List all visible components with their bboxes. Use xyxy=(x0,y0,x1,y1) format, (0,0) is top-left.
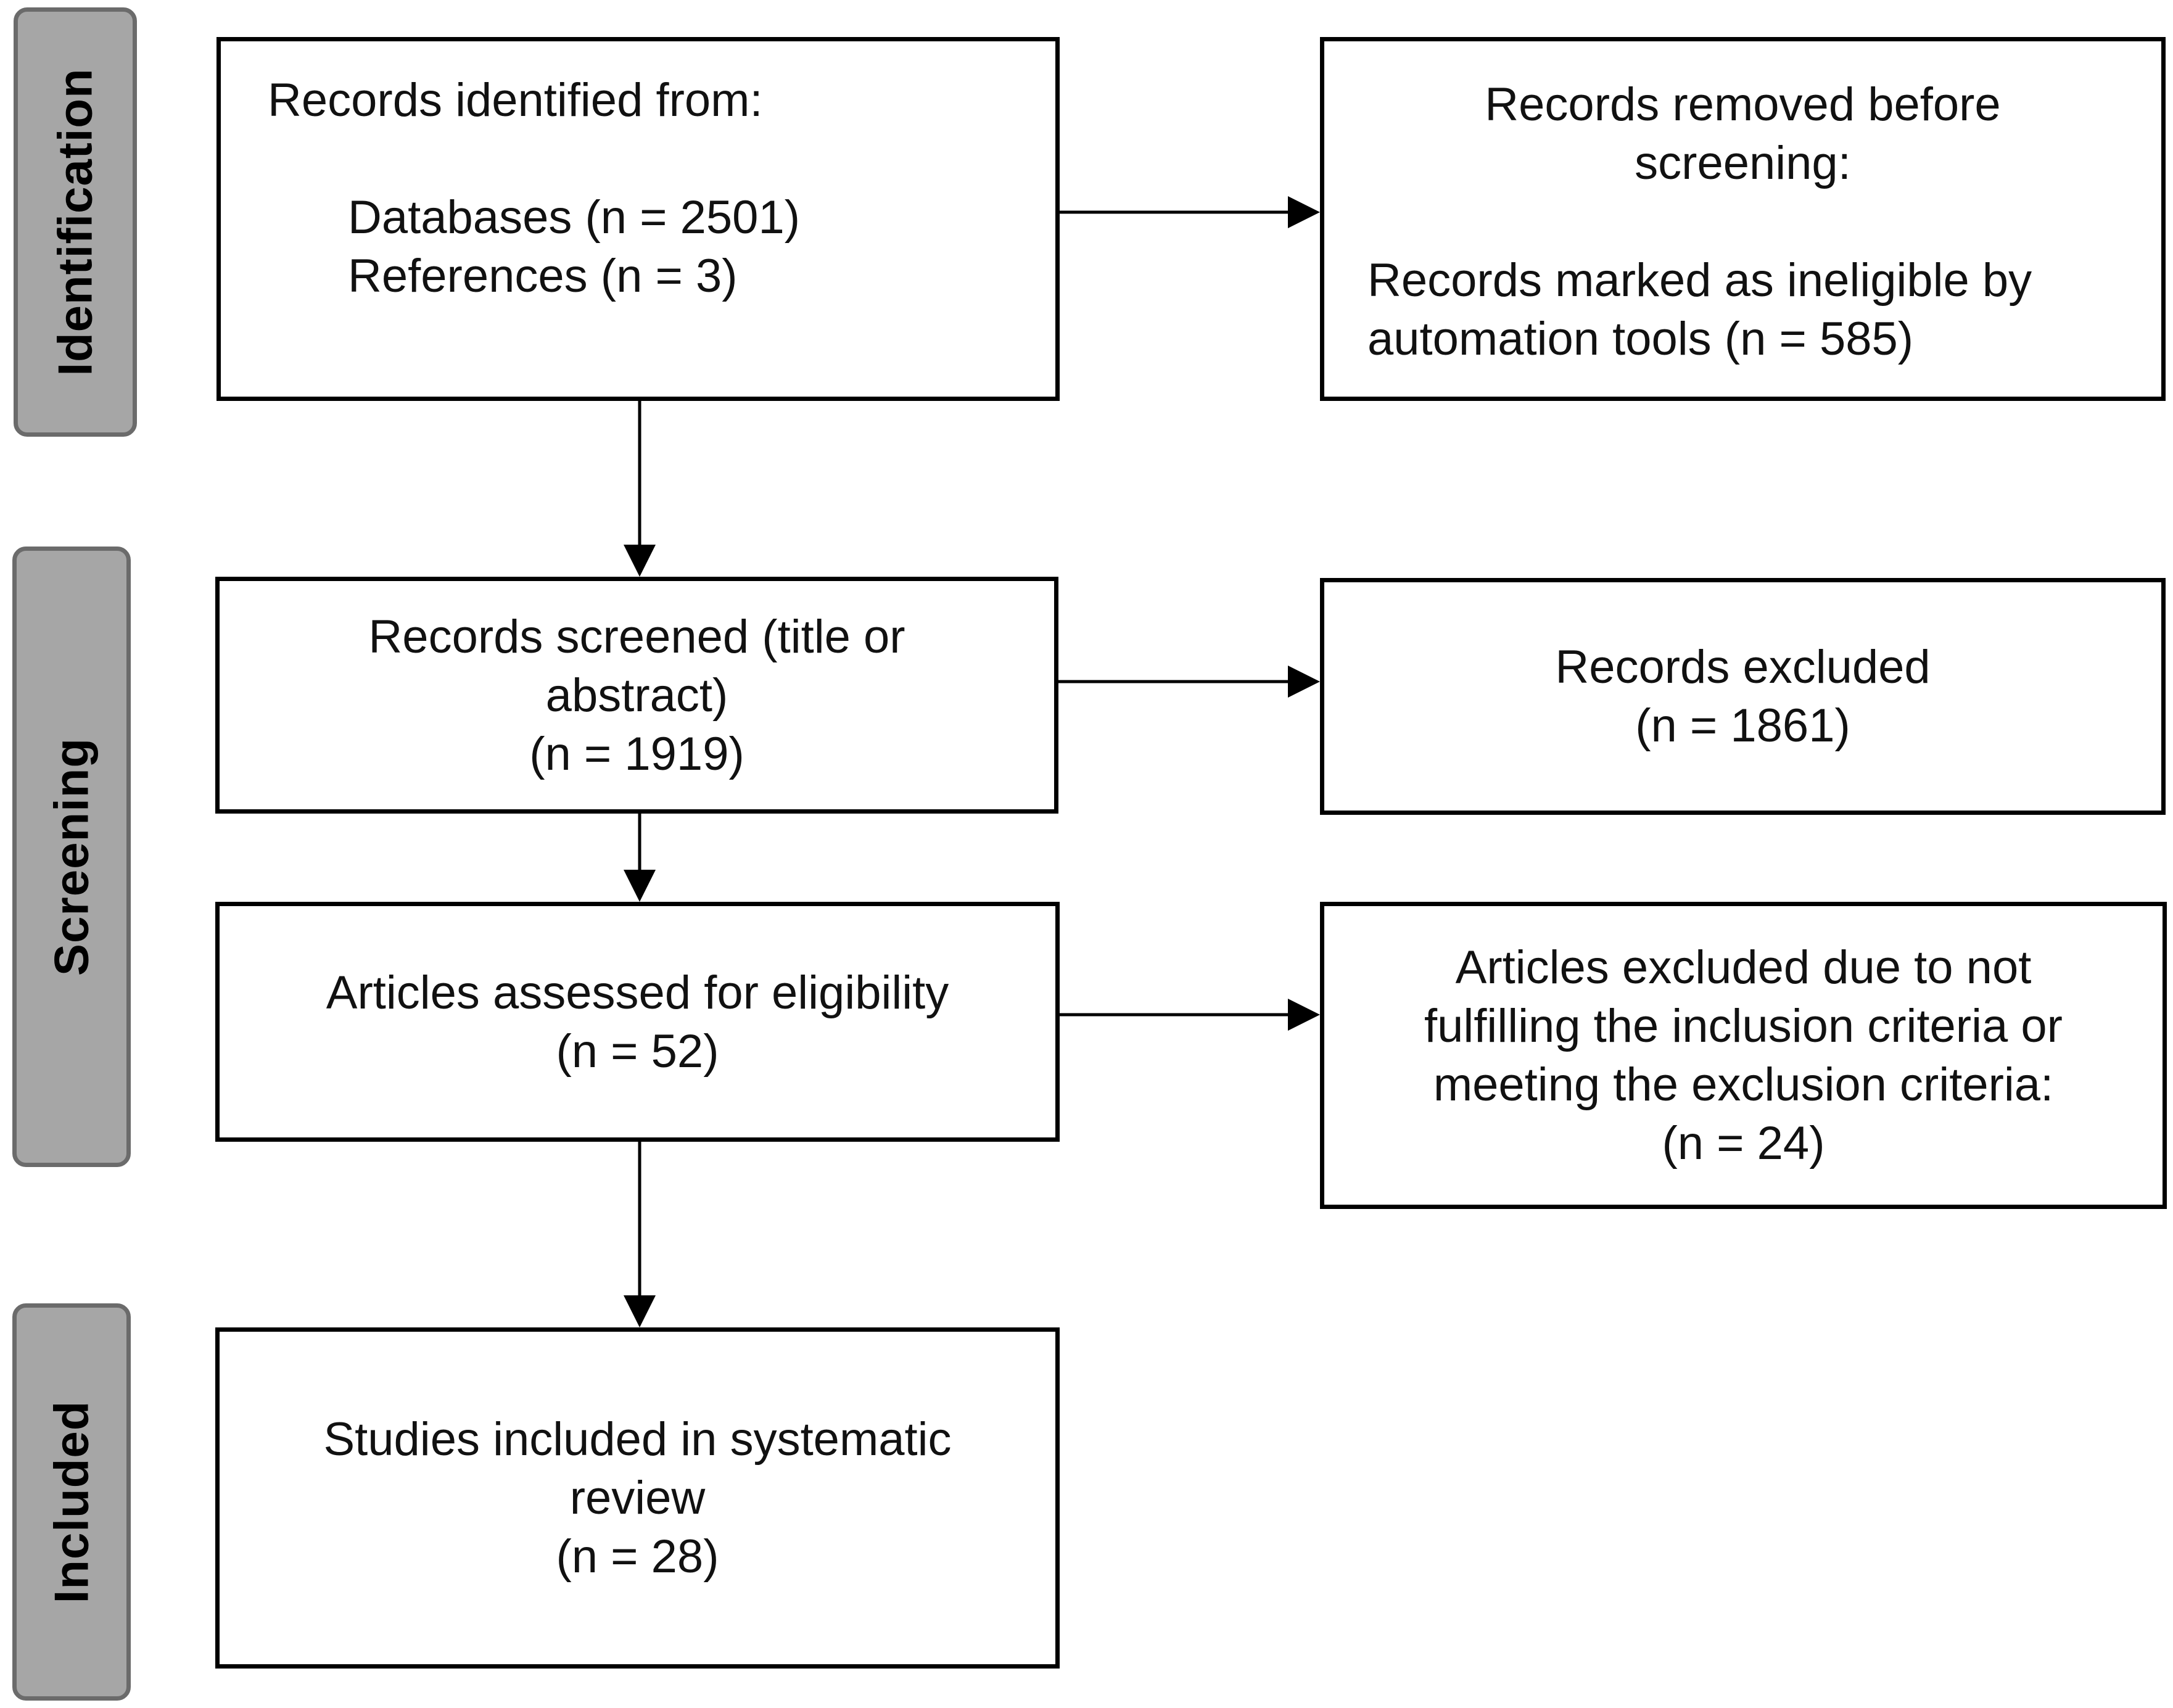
records-removed-box: Records removed before screening: Record… xyxy=(1320,37,2166,401)
arrowhead-removed xyxy=(1288,196,1320,228)
records-identified-references: References (n = 3) xyxy=(348,250,738,302)
records-identified-heading: Records identified from: xyxy=(268,74,763,126)
records-screened-box: Records screened (title or abstract) (n … xyxy=(215,577,1058,814)
records-screened-line2: abstract) xyxy=(545,669,728,722)
phase-identification: Identification xyxy=(14,7,137,437)
records-removed-heading-line2: screening: xyxy=(1635,136,1851,189)
studies-included-line2: review xyxy=(569,1472,706,1524)
records-excluded-box: Records excluded (n = 1861) xyxy=(1320,578,2166,815)
phase-screening: Screening xyxy=(12,547,131,1167)
records-screened-line1: Records screened (title or xyxy=(368,610,905,663)
arrowhead-excluded xyxy=(1288,666,1320,698)
articles-excluded-line3: meeting the exclusion criteria: xyxy=(1433,1058,2054,1111)
records-removed-heading-line1: Records removed before xyxy=(1485,78,2001,131)
records-removed-detail-line2: automation tools (n = 585) xyxy=(1367,312,1914,365)
phase-included: Included xyxy=(12,1303,131,1701)
arrowhead-assessed xyxy=(624,870,656,902)
arrowhead-screened xyxy=(624,545,656,577)
articles-assessed-box: Articles assessed for eligibility (n = 5… xyxy=(215,902,1060,1142)
records-identified-databases: Databases (n = 2501) xyxy=(348,191,801,244)
articles-assessed-count: (n = 52) xyxy=(556,1025,719,1078)
arrowhead-included xyxy=(624,1295,656,1327)
records-removed-detail-line1: Records marked as ineligible by xyxy=(1367,254,2032,307)
studies-included-box: Studies included in systematic review (n… xyxy=(215,1327,1060,1669)
articles-excluded-line2: fulfilling the inclusion criteria or xyxy=(1424,1000,2063,1052)
articles-excluded-count: (n = 24) xyxy=(1662,1117,1825,1170)
articles-excluded-box: Articles excluded due to not fulfilling … xyxy=(1320,902,2167,1209)
articles-excluded-line1: Articles excluded due to not xyxy=(1455,941,2032,994)
articles-assessed-label: Articles assessed for eligibility xyxy=(326,966,949,1019)
studies-included-line1: Studies included in systematic xyxy=(323,1413,952,1466)
records-screened-count: (n = 1919) xyxy=(529,727,744,780)
arrowhead-articles-excluded xyxy=(1288,999,1320,1031)
records-excluded-label: Records excluded xyxy=(1555,641,1931,693)
studies-included-count: (n = 28) xyxy=(556,1530,719,1583)
records-identified-box: Records identified from: Databases (n = … xyxy=(216,37,1060,401)
records-excluded-count: (n = 1861) xyxy=(1635,699,1850,752)
